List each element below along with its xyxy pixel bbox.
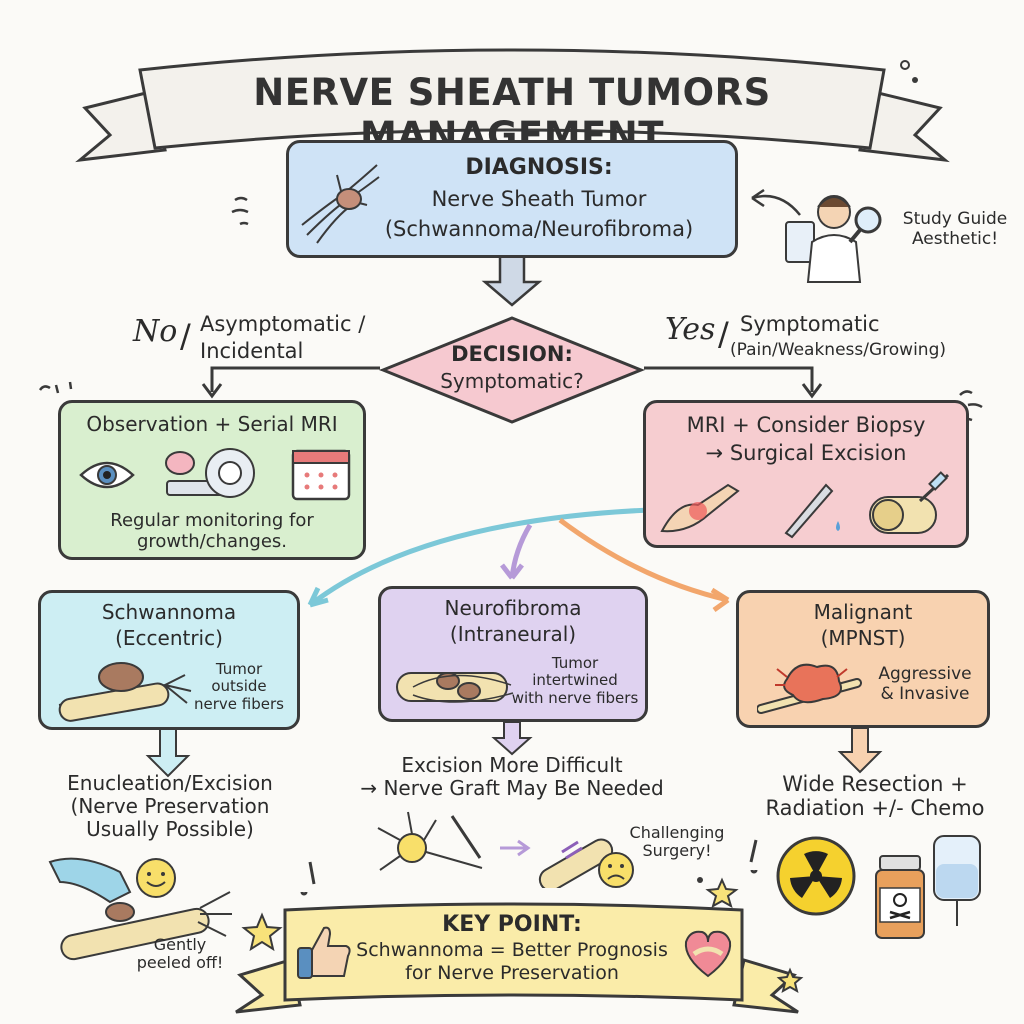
nerve-biopsy-icon <box>869 471 950 534</box>
slash-divider: / <box>718 315 729 353</box>
iv-bag-icon <box>933 835 981 926</box>
yes-branch-line1: Symptomatic <box>740 312 880 336</box>
radiation-icon <box>776 836 856 916</box>
neurofibroma-title: Neurofibroma <box>444 596 582 620</box>
diagnosis-line2: (Schwannoma/Neurofibroma) <box>384 217 694 241</box>
key-point-line1: Schwannoma = Better Prognosis <box>356 939 668 961</box>
yes-branch-line <box>644 366 814 392</box>
heart-icon <box>684 930 732 978</box>
arrow-right-icon <box>500 839 531 857</box>
enucleation-icon <box>48 857 232 961</box>
calendar-icon <box>291 449 351 501</box>
malignant-note: Aggressive & Invasive <box>878 664 972 704</box>
title-ribbon <box>138 48 886 150</box>
monitoring-icons <box>79 448 351 501</box>
eccentric-tumor-icon <box>58 662 192 722</box>
no-branch-line <box>210 366 380 392</box>
eye-icon <box>79 461 135 489</box>
star-icon <box>776 967 804 994</box>
malignant-subtitle: (MPNST) <box>820 626 906 650</box>
diagnosis-line1: Nerve Sheath Tumor <box>431 187 647 211</box>
page-title: NERVE SHEATH TUMORS MANAGEMENT <box>253 71 771 157</box>
schwannoma-caption: Gently peeled off! <box>136 935 224 973</box>
study-guide-arrow <box>751 194 801 216</box>
doctor-magnifier-icon <box>785 195 882 283</box>
schwannoma-note: Tumor outside nerve fibers <box>194 660 284 713</box>
decision-line2: Symptomatic? <box>440 369 584 393</box>
star-icon <box>241 912 283 952</box>
neurofibroma-subtitle: (Intraneural) <box>449 622 577 646</box>
no-branch-line2: Incidental <box>200 339 304 363</box>
diagnosis-heading: DIAGNOSIS: <box>465 155 613 180</box>
neurofibroma-caption: Challenging Surgery! <box>629 823 725 861</box>
sparkle-icon <box>300 861 316 896</box>
key-point-heading: KEY POINT: <box>442 912 582 937</box>
schwannoma-down-arrow <box>145 727 191 778</box>
no-label: No <box>133 314 178 349</box>
schwannoma-subtitle: (Eccentric) <box>115 626 223 650</box>
decision-diamond <box>379 316 645 424</box>
diagnosis-box: DIAGNOSIS: Nerve Sheath Tumor (Schwannom… <box>286 140 738 258</box>
schwannoma-box: Schwannoma (Eccentric) Tumor outside ner… <box>38 590 300 730</box>
yes-branch-line2: (Pain/Weakness/Growing) <box>730 340 946 360</box>
to-schwannoma-arrow <box>308 507 651 607</box>
observation-box: Observation + Serial MRI Regular monitor… <box>58 400 366 560</box>
malignant-title: Malignant <box>813 600 913 624</box>
malignant-down-arrow <box>837 727 883 774</box>
sparkle-icon <box>749 839 758 874</box>
neurofibroma-treatment: Excision More Difficult → Nerve Graft Ma… <box>360 753 664 800</box>
sad-face-icon <box>598 852 634 888</box>
star-icon <box>705 877 739 909</box>
decision-line1: DECISION: <box>451 342 573 366</box>
schwannoma-title: Schwannoma <box>101 600 237 624</box>
key-point-line2: for Nerve Preservation <box>405 962 619 984</box>
schwannoma-treatment: Enucleation/Excision (Nerve Preservation… <box>67 771 273 841</box>
surgery-line2: → Surgical Excision <box>705 441 907 465</box>
observation-title: Observation + Serial MRI <box>86 412 338 436</box>
brain-icon <box>165 451 195 475</box>
observation-text: Regular monitoring for growth/changes. <box>110 510 314 552</box>
nerve-tumor-icon <box>301 164 380 244</box>
mri-scanner-icon <box>166 448 255 498</box>
painful-arm-icon <box>660 483 740 533</box>
no-branch-line1: Asymptomatic / <box>200 312 366 336</box>
surgery-box: MRI + Consider Biopsy → Surgical Excisio… <box>643 400 969 548</box>
neuron-icon <box>377 811 483 871</box>
neurofibroma-down-arrow <box>491 721 533 756</box>
diagnosis-down-arrow <box>481 253 543 307</box>
smiley-face-icon <box>136 858 176 898</box>
invasive-tumor-icon <box>757 663 862 714</box>
neurofibroma-box: Neurofibroma (Intraneural) Tumor intertw… <box>378 586 648 722</box>
to-malignant-arrow <box>558 517 729 603</box>
yes-label: Yes <box>665 312 716 347</box>
malignant-treatment: Wide Resection + Radiation +/- Chemo <box>765 772 985 821</box>
study-guide-note: Study Guide Aesthetic! <box>902 209 1008 249</box>
nerve-graft-icon <box>538 838 614 888</box>
scalpel-icon <box>784 483 840 539</box>
slash-divider: / <box>180 317 191 355</box>
intraneural-tumor-icon <box>396 672 514 703</box>
surgery-icons <box>660 471 950 539</box>
malignant-box: Malignant (MPNST) Aggressive & Invasive <box>736 590 990 728</box>
neurofibroma-note: Tumor intertwined with nerve fibers <box>511 654 639 707</box>
surgery-line1: MRI + Consider Biopsy <box>686 413 926 437</box>
key-ribbon <box>283 902 744 1002</box>
thumbs-up-icon <box>297 926 351 979</box>
poison-bottle-icon <box>875 855 925 939</box>
